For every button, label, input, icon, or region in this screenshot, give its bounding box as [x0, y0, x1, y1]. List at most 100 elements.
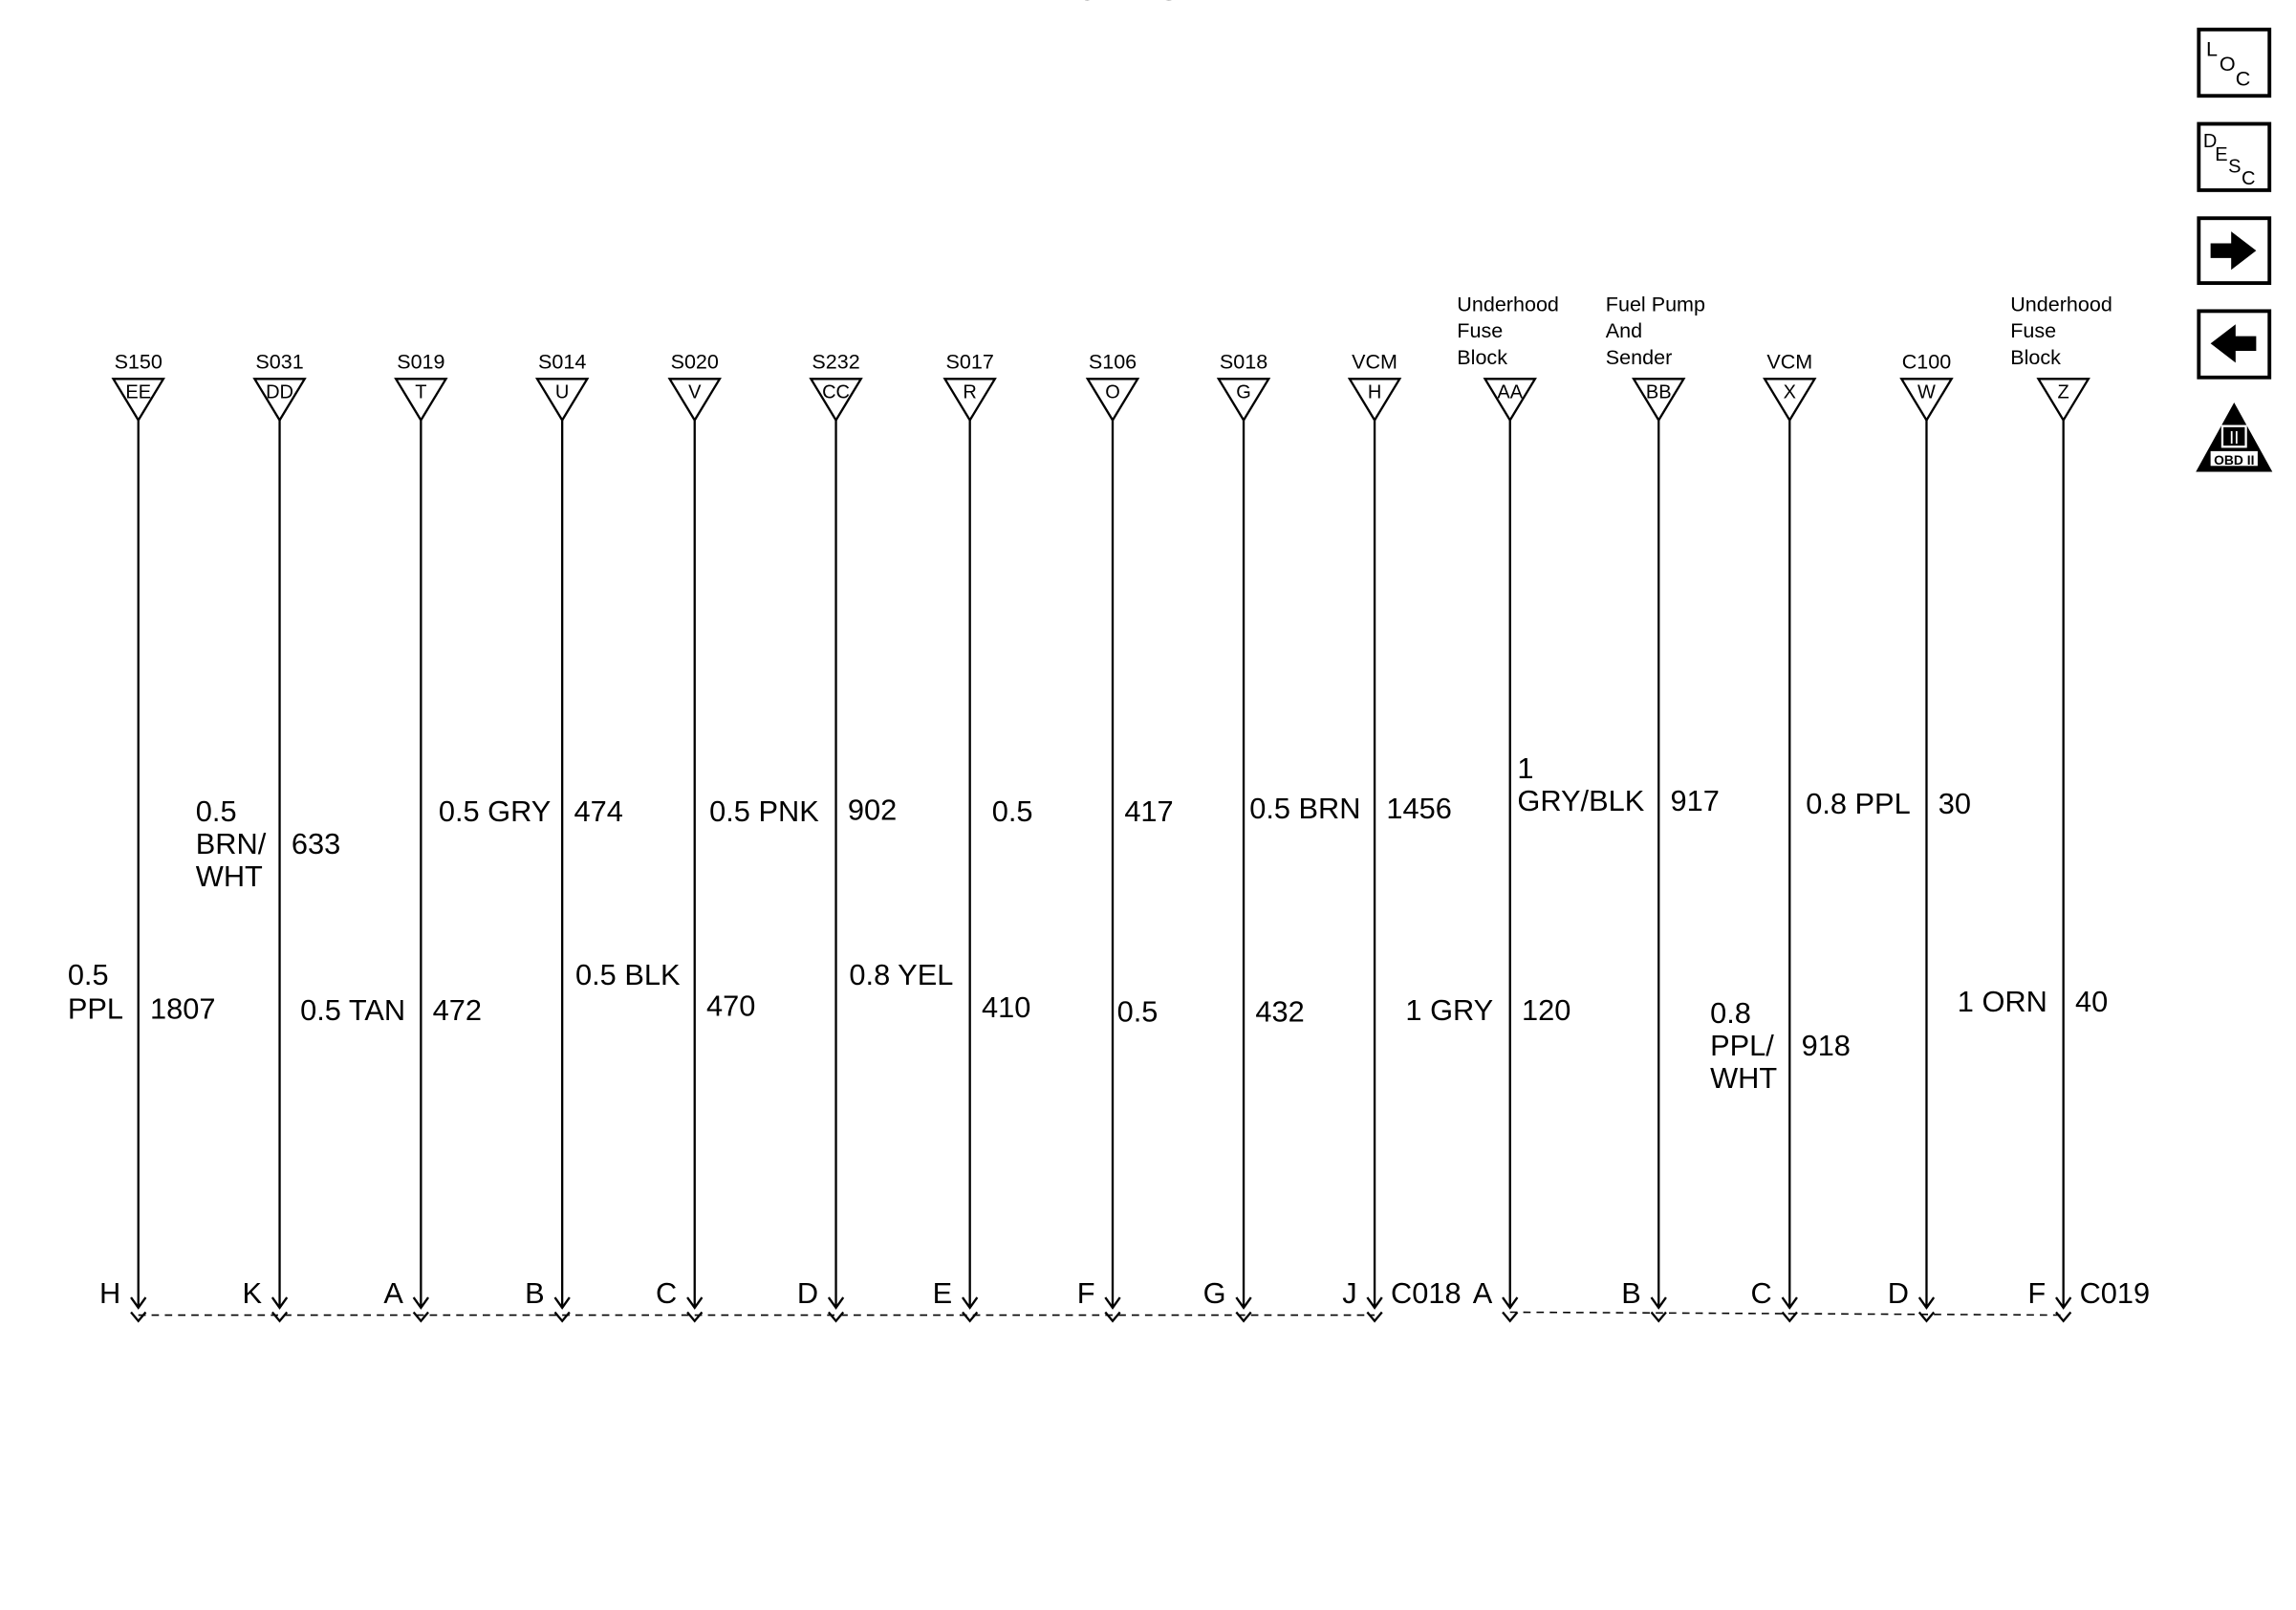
source-label: Fuse [1457, 318, 1503, 342]
source-label: S018 [1220, 350, 1267, 374]
gauge-color-label: 0.5 [1117, 995, 1159, 1029]
obd-ii-button[interactable]: II OBD II [2196, 402, 2273, 472]
circuit-number-label: 1456 [1386, 792, 1451, 825]
pin-triangle-icon [809, 378, 863, 423]
pin-triangle-icon [1085, 378, 1140, 423]
arrow-right-icon [2210, 231, 2257, 271]
circuit-number-label: 917 [1671, 784, 1720, 817]
source-label: Fuse [2010, 318, 2056, 342]
loc-button[interactable]: L O C [2197, 27, 2272, 98]
pin-label: U [555, 381, 569, 402]
pin-label: AA [1497, 381, 1523, 402]
end-pin-label: C [656, 1276, 677, 1310]
source-label: Block [1457, 345, 1507, 369]
desc-letter-e: E [2215, 144, 2227, 165]
gauge-color-label: 0.8 [1710, 996, 1751, 1030]
pin-label: W [1917, 381, 1936, 402]
pin-triangle-icon [1763, 378, 1817, 423]
desc-button[interactable]: D E S C [2197, 121, 2272, 192]
circuit-number-label: 633 [292, 827, 340, 860]
pin-triangle-icon [1899, 378, 1954, 423]
gauge-color-label: 0.5 [196, 794, 237, 828]
source-label: Sender [1606, 345, 1672, 369]
circuit-number-label: 120 [1522, 993, 1570, 1027]
source-label: S150 [115, 350, 162, 374]
pin-triangle-icon [667, 378, 722, 423]
pin-triangle-icon [1216, 378, 1271, 423]
pin-triangle-icon [1632, 378, 1686, 423]
end-pin-label: A [1473, 1276, 1493, 1310]
pin-label: R [963, 381, 976, 402]
source-label: VCM [1766, 350, 1812, 374]
gauge-color-label: 1 [1517, 751, 1533, 785]
pin-label: EE [125, 381, 151, 402]
next-page-button[interactable] [2197, 216, 2272, 286]
source-label: Underhood [1457, 292, 1559, 315]
terminal-arrow-icon [1650, 1296, 1667, 1323]
connector-c018-label: C018 [1391, 1276, 1462, 1310]
gauge-color-label: 0.8 YEL [849, 958, 953, 991]
circuit-number-label: 30 [1939, 787, 1971, 820]
source-label: S020 [671, 350, 719, 374]
circuit-number-label: 432 [1255, 995, 1304, 1029]
pin-label: Z [2058, 381, 2069, 402]
pin-label: V [688, 381, 702, 402]
circuit-number-label: 470 [706, 989, 755, 1022]
end-pin-label: C [1751, 1276, 1772, 1310]
circuit-number-label: 902 [848, 793, 897, 826]
gauge-color-label: 0.5 GRY [439, 794, 551, 828]
terminal-arrow-icon [1366, 1296, 1383, 1323]
circuit-number-label: 410 [982, 990, 1030, 1024]
source-label: And [1606, 318, 1642, 342]
pin-label: BB [1646, 381, 1672, 402]
obd-roman-numeral: II [2229, 427, 2239, 447]
pin-label: DD [266, 381, 293, 402]
end-pin-label: D [797, 1276, 818, 1310]
gauge-color-label: DK BLU [992, 0, 1098, 7]
gauge-color-label: 0.5 BRN [1249, 792, 1360, 825]
gauge-color-label: 1 GRY [1405, 993, 1493, 1027]
pin-label: G [1236, 381, 1251, 402]
source-label: S019 [397, 350, 444, 374]
arrow-left-icon [2210, 324, 2257, 363]
end-pin-label: F [1077, 1276, 1095, 1310]
end-pin-label: A [383, 1276, 403, 1310]
source-label: S014 [538, 350, 586, 374]
connector-c019-harness [1509, 1311, 2064, 1316]
previous-page-button[interactable] [2197, 309, 2272, 380]
gauge-color-label: 1 ORN [1958, 985, 2047, 1018]
end-pin-label: H [99, 1276, 120, 1310]
pin-label: X [1784, 381, 1796, 402]
gauge-color-label: 0.5 TAN [300, 993, 405, 1027]
terminal-arrow-icon [1917, 1296, 1936, 1323]
obd-label: OBD II [2214, 452, 2254, 468]
loc-letter-l: L [2206, 37, 2218, 61]
source-label: Block [2010, 345, 2061, 369]
gauge-color-label: LT GRN [1117, 0, 1223, 7]
end-pin-label: B [525, 1276, 545, 1310]
source-label: Fuel Pump [1606, 292, 1705, 315]
circuit-number-label: 918 [1802, 1029, 1851, 1062]
source-label: S031 [255, 350, 303, 374]
end-pin-label: J [1342, 1276, 1356, 1310]
pin-triangle-icon [394, 378, 448, 423]
terminal-arrow-icon [1502, 1296, 1519, 1323]
circuit-number-label: 474 [574, 794, 622, 828]
end-pin-label: G [1203, 1276, 1226, 1310]
circuit-number-label: 40 [2075, 985, 2108, 1018]
gauge-color-label: 0.8 PPL [1806, 787, 1911, 820]
gauge-color-label: BRN/ [196, 827, 267, 860]
pin-triangle-icon [1347, 378, 1402, 423]
